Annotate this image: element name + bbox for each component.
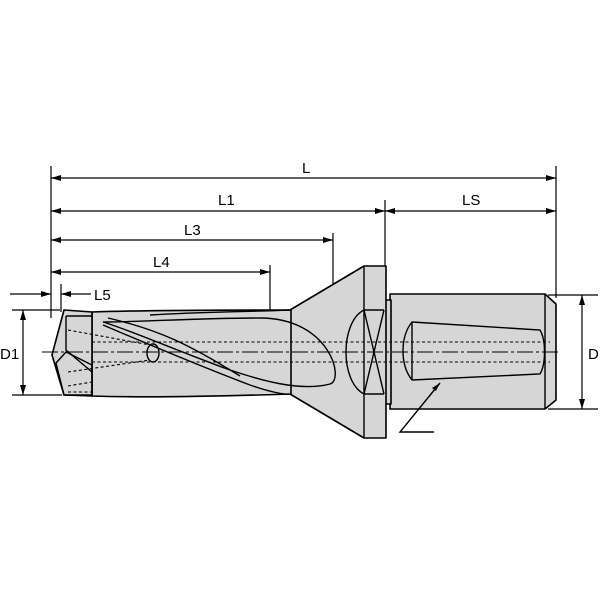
dimension-LS: LS [385,192,556,214]
label-L4: L4 [153,254,170,271]
label-L5: L5 [94,287,111,304]
hidden-lines [67,312,550,396]
drill-body [42,265,560,439]
dimension-L3: L3 [51,222,333,243]
dimension-D1: D1 [0,310,26,395]
label-L: L [302,160,310,177]
label-D1: D1 [0,346,19,363]
dimension-D: D [579,295,599,409]
dimension-L1: L1 [51,192,385,214]
shank-flat [402,321,546,381]
fluted-body [91,309,292,398]
dimension-L: L [51,160,556,181]
label-LS: LS [462,192,480,209]
label-L1: L1 [218,192,235,209]
label-L3: L3 [184,222,201,239]
dimension-L5: L5 [10,287,111,304]
label-D: D [588,346,599,363]
dimension-L4: L4 [51,254,270,275]
